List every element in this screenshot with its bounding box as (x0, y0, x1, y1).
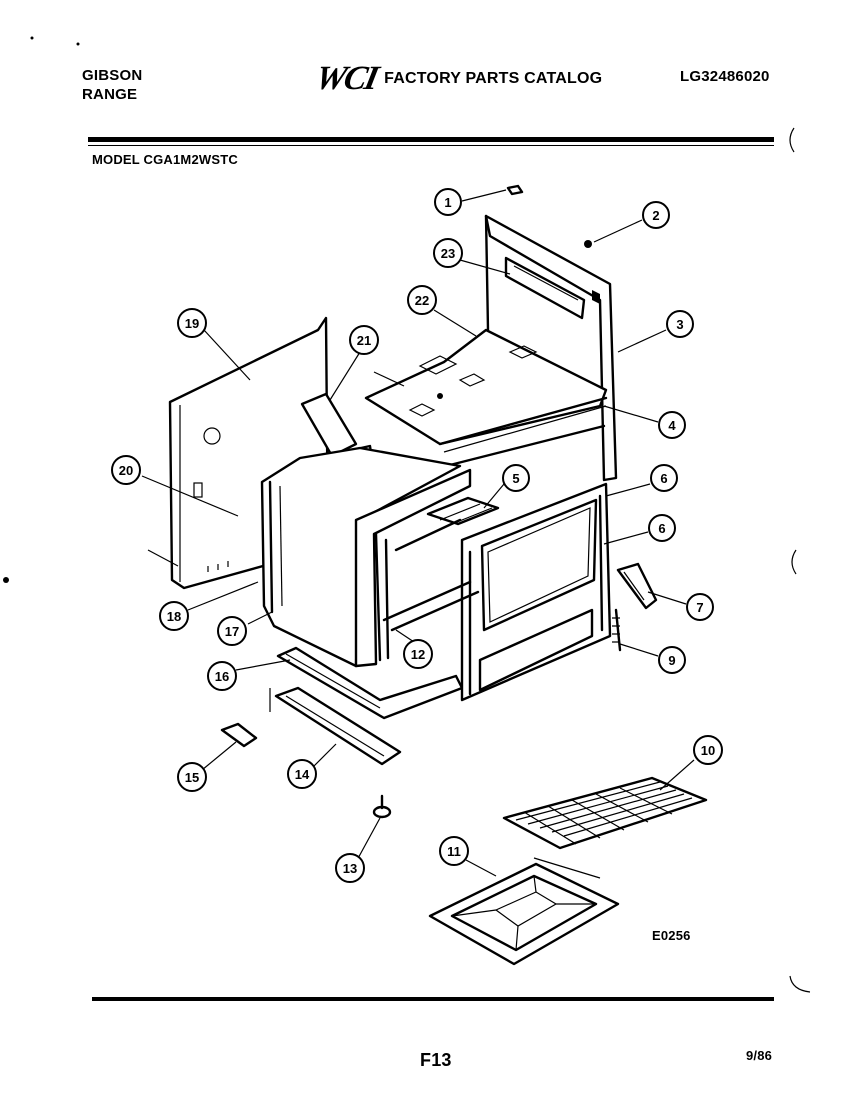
callout-17: 17 (217, 616, 247, 646)
part-broiler-pan (428, 857, 620, 966)
svg-text:18: 18 (167, 609, 181, 624)
svg-text:19: 19 (185, 316, 199, 331)
svg-text:5: 5 (512, 471, 519, 486)
catalog-number: LG32486020 (680, 68, 770, 85)
margin-marks (3, 36, 811, 993)
svg-text:4: 4 (668, 418, 676, 433)
part-door-hinge (616, 562, 658, 610)
svg-text:1: 1 (444, 195, 451, 210)
part-screw (506, 184, 524, 196)
svg-text:15: 15 (185, 770, 199, 785)
callout-10: 10 (693, 735, 723, 765)
top-rule-thin (88, 145, 774, 146)
catalog-title: FACTORY PARTS CATALOG (384, 70, 603, 87)
leader-lines (141, 189, 695, 877)
callout-23: 23 (433, 238, 463, 268)
callout-6a: 6 (650, 464, 678, 492)
part-clip (220, 722, 258, 748)
svg-text:7: 7 (696, 600, 703, 615)
callout-12: 12 (403, 639, 433, 669)
callout-4: 4 (658, 411, 686, 439)
svg-text:17: 17 (225, 624, 239, 639)
callout-20: 20 (111, 455, 141, 485)
part-back-panel (484, 214, 618, 482)
callout-18: 18 (159, 601, 189, 631)
callout-11: 11 (439, 836, 469, 866)
callout-14: 14 (287, 759, 317, 789)
svg-text:9: 9 (668, 653, 675, 668)
svg-text:2: 2 (652, 208, 659, 223)
svg-text:16: 16 (215, 669, 229, 684)
callout-19: 19 (177, 308, 207, 338)
model-number: MODEL CGA1M2WSTC (92, 152, 238, 167)
callout-15: 15 (177, 762, 207, 792)
callout-6b: 6 (648, 514, 676, 542)
callout-5: 5 (502, 464, 530, 492)
part-oven-rack (502, 776, 708, 850)
part-oven-body (260, 446, 472, 668)
callout-2: 2 (642, 201, 670, 229)
product-type: RANGE (82, 86, 138, 103)
svg-text:11: 11 (447, 844, 461, 859)
page-number: F13 (420, 1050, 452, 1070)
part-top-panel (364, 328, 608, 446)
part-hinge-spring (612, 608, 622, 652)
callout-3: 3 (666, 310, 694, 338)
issue-date: 9/86 (746, 1048, 773, 1063)
figure-code: E0256 (652, 928, 691, 943)
part-rack-support (382, 580, 480, 632)
svg-text:21: 21 (357, 333, 371, 348)
svg-text:6: 6 (660, 471, 667, 486)
svg-text:23: 23 (441, 246, 455, 261)
svg-text:13: 13 (343, 861, 357, 876)
catalog-header: WCI FACTORY PARTS CATALOG (312, 60, 603, 98)
svg-text:20: 20 (119, 463, 133, 478)
callout-13: 13 (335, 853, 365, 883)
part-front-frame-rail (438, 396, 608, 468)
callout-16: 16 (207, 661, 237, 691)
callout-1: 1 (434, 188, 462, 216)
bottom-rule (92, 997, 774, 1001)
callout-9: 9 (658, 646, 686, 674)
part-vent-plate (504, 256, 586, 320)
svg-text:3: 3 (676, 317, 683, 332)
svg-text:14: 14 (295, 767, 310, 782)
brand-block: GIBSON RANGE (82, 66, 142, 104)
svg-text:6: 6 (658, 521, 665, 536)
svg-text:12: 12 (411, 647, 425, 662)
part-bottom-panel (276, 646, 464, 720)
callout-22: 22 (407, 285, 437, 315)
part-nut (584, 240, 592, 248)
callout-7: 7 (686, 593, 714, 621)
svg-text:10: 10 (701, 743, 715, 758)
part-burner-assembly (394, 496, 500, 552)
callout-21: 21 (349, 325, 379, 355)
svg-text:22: 22 (415, 293, 429, 308)
part-oven-door (460, 482, 612, 702)
part-leveling-leg (372, 794, 392, 819)
brand-name: GIBSON (82, 67, 143, 84)
top-rule-thick (88, 137, 774, 142)
part-drawer-rail (269, 686, 402, 766)
